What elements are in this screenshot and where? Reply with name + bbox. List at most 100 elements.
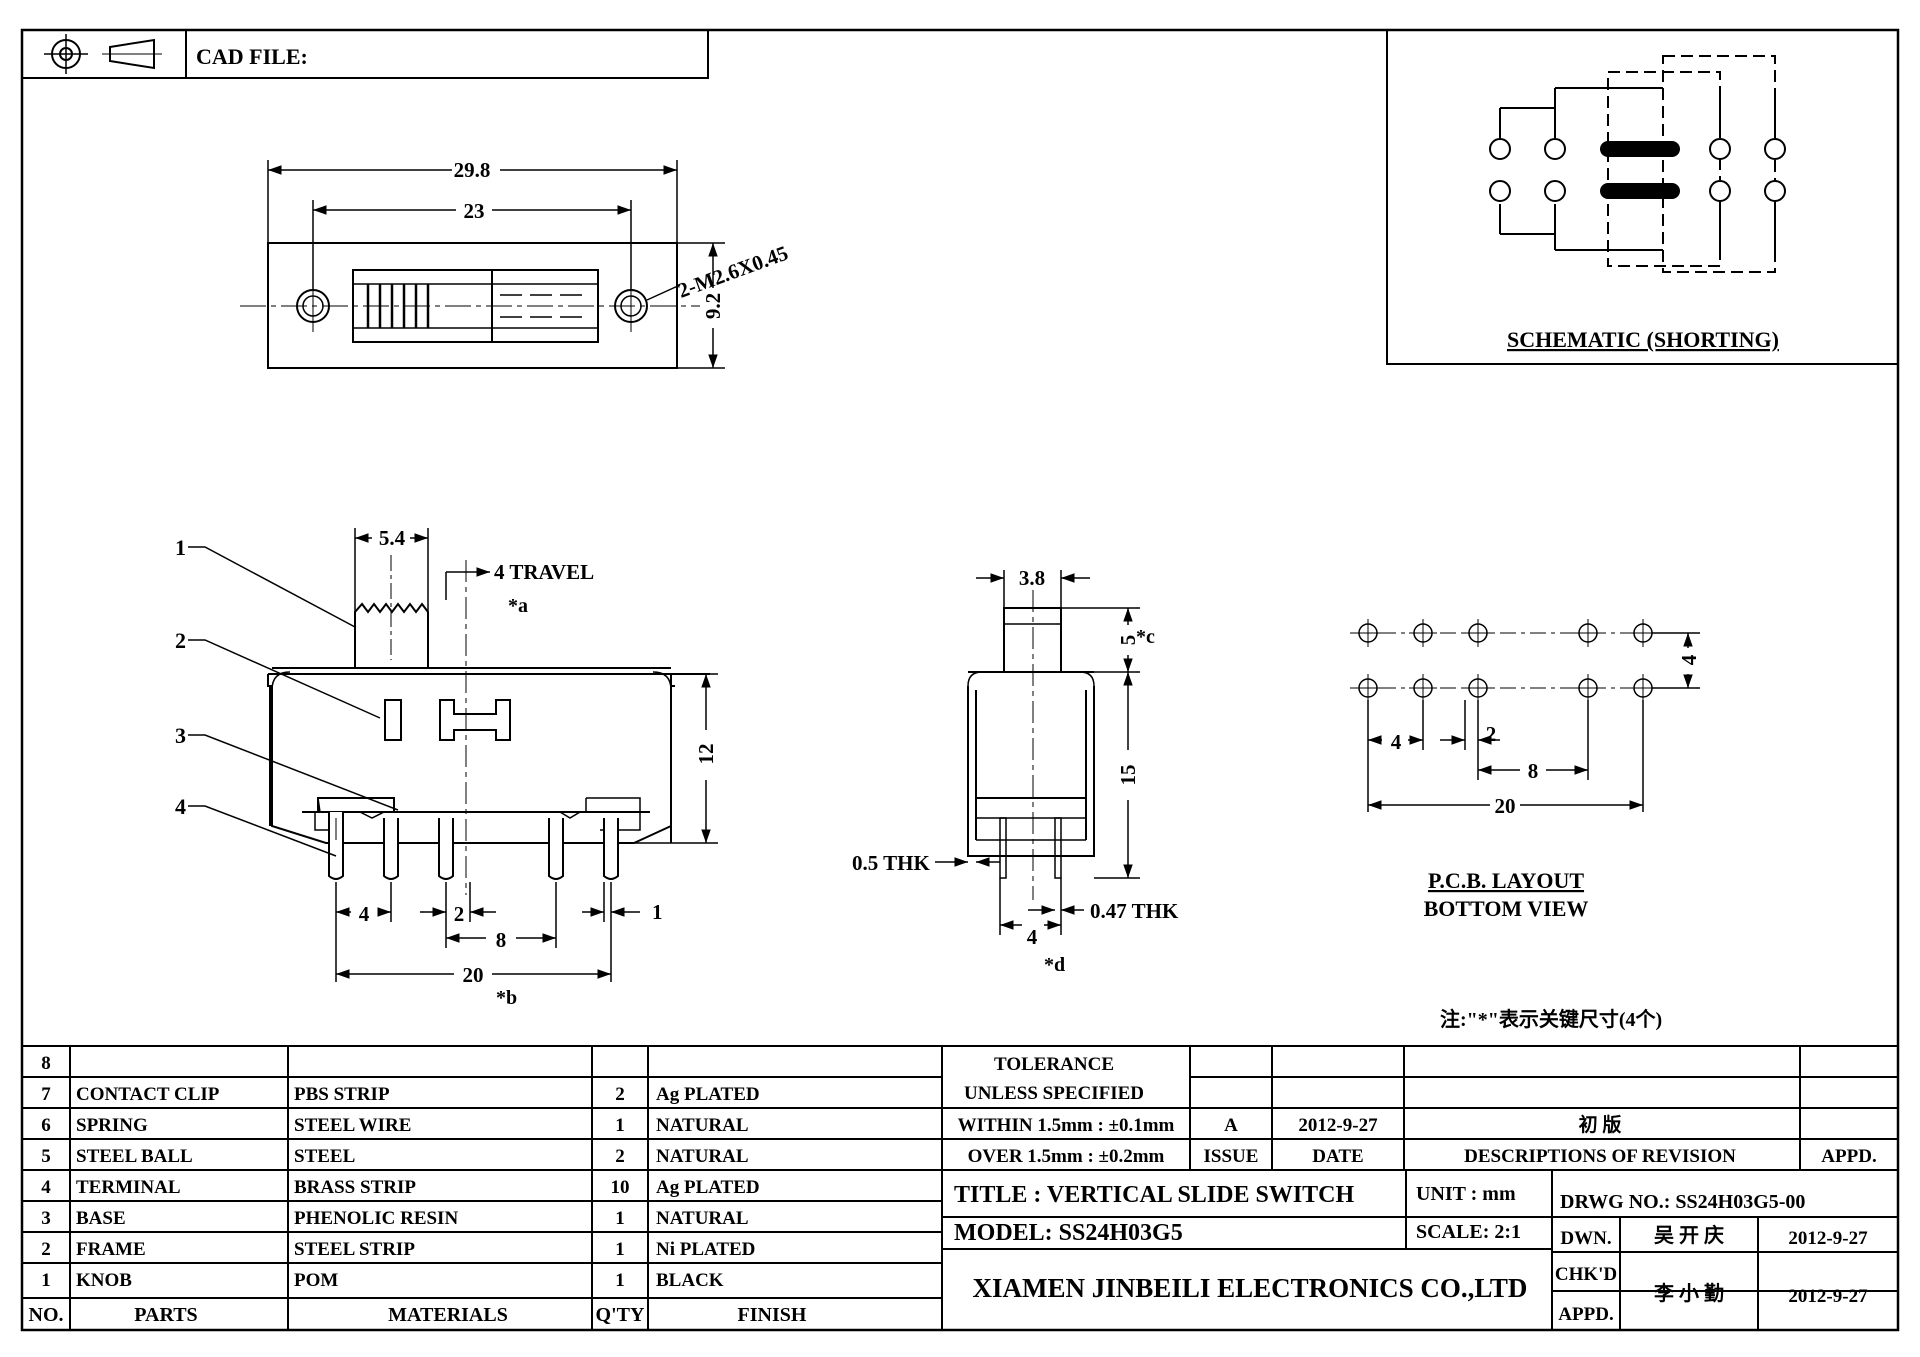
dim-travel: 4 TRAVEL bbox=[494, 560, 594, 584]
bom-cell-qty: 1 bbox=[615, 1115, 625, 1136]
bom-cell-qty: 1 bbox=[615, 1208, 625, 1229]
pcb-caption-title: P.C.B. LAYOUT bbox=[1428, 868, 1584, 893]
dim-pin-span: 8 bbox=[496, 928, 507, 952]
bom-cell-part: STEEL BALL bbox=[76, 1146, 193, 1167]
dim-pin-width: 1 bbox=[652, 900, 663, 924]
bom-cell-material: POM bbox=[294, 1270, 338, 1291]
projection-symbol-icon bbox=[44, 34, 162, 74]
side-callout-3: 3 bbox=[175, 723, 186, 748]
dim-front-pitch: 4 bbox=[1027, 925, 1038, 949]
side-view: 1 2 3 4 5.4 4 TRAVEL *a 12 bbox=[175, 526, 718, 1009]
drawing-title: TITLE : VERTICAL SLIDE SWITCH bbox=[954, 1182, 1355, 1208]
company-name: XIAMEN JINBEILI ELECTRONICS CO.,LTD bbox=[973, 1273, 1528, 1303]
dim-body-height: 9.2 bbox=[701, 293, 725, 319]
bom-cell-qty: 1 bbox=[615, 1239, 625, 1260]
dim-pcb-row: 4 bbox=[1677, 654, 1701, 665]
header-box: CAD FILE: bbox=[21, 29, 709, 79]
bom-cell-material: STEEL STRIP bbox=[294, 1239, 415, 1260]
drawn-by-name: 吴 开 庆 bbox=[1654, 1223, 1724, 1247]
dim-pcb-total: 20 bbox=[1495, 794, 1516, 818]
dim-pcb-span: 8 bbox=[1528, 759, 1539, 783]
issue-label: ISSUE bbox=[1204, 1146, 1259, 1167]
side-terminals bbox=[328, 812, 619, 880]
bom-cell-part: BASE bbox=[76, 1208, 126, 1229]
side-callout-4: 4 bbox=[175, 794, 186, 819]
top-view: 29.8 23 9.2 2-M2.6X0.45 bbox=[240, 158, 792, 369]
bom-cell-no: 2 bbox=[41, 1239, 51, 1260]
bom-cell-finish: Ni PLATED bbox=[656, 1239, 755, 1260]
schematic-dashed bbox=[1607, 55, 1776, 273]
schematic-lines bbox=[1499, 87, 1776, 251]
bom-cell-part: SPRING bbox=[76, 1115, 148, 1136]
drawn-by-label: DWN. bbox=[1560, 1228, 1611, 1249]
dim-front-height: 15 bbox=[1116, 765, 1140, 786]
pcb-caption-view: BOTTOM VIEW bbox=[1424, 896, 1589, 921]
bom-header-materials: MATERIALS bbox=[388, 1304, 508, 1326]
bom-cell-part: CONTACT CLIP bbox=[76, 1084, 220, 1105]
bom-cell-no: 4 bbox=[41, 1177, 51, 1198]
bom-cell-qty: 2 bbox=[615, 1146, 625, 1167]
bom-cell-material: PBS STRIP bbox=[294, 1084, 390, 1105]
callout-leaders bbox=[188, 546, 399, 857]
bom-cell-finish: Ag PLATED bbox=[656, 1177, 760, 1198]
bom-cell-no: 5 bbox=[41, 1146, 51, 1167]
schematic-contact-bar bbox=[1600, 141, 1680, 157]
mark-a: *a bbox=[508, 595, 528, 617]
bom-cell-qty: 10 bbox=[611, 1177, 630, 1198]
bom-cell-finish: NATURAL bbox=[656, 1146, 749, 1167]
dim-front-width: 3.8 bbox=[1019, 566, 1045, 590]
dim-pin-gap: 2 bbox=[454, 902, 465, 926]
tolerance-subheading: UNLESS SPECIFIED bbox=[964, 1083, 1144, 1104]
tolerance-within: WITHIN 1.5mm : ±0.1mm bbox=[958, 1115, 1175, 1136]
drawing-model: MODEL: SS24H03G5 bbox=[954, 1220, 1183, 1246]
dim-hole-spacing: 23 bbox=[464, 199, 485, 223]
issue-date: 2012-9-27 bbox=[1298, 1115, 1378, 1136]
dim-pin-total: 20 bbox=[463, 963, 484, 987]
bom-cell-material: STEEL WIRE bbox=[294, 1115, 411, 1136]
dim-thk-right: 0.47 THK bbox=[1090, 899, 1179, 923]
date-label: DATE bbox=[1312, 1146, 1363, 1167]
issue-value: A bbox=[1224, 1115, 1238, 1136]
bom-cell-qty: 1 bbox=[615, 1270, 625, 1291]
dim-side-height: 12 bbox=[694, 744, 718, 765]
revision-description: 初 版 bbox=[1579, 1113, 1622, 1136]
schematic-contact-bar bbox=[1600, 183, 1680, 199]
bom-header-qty: Q'TY bbox=[596, 1304, 645, 1326]
tolerance-heading: TOLERANCE bbox=[994, 1054, 1114, 1075]
tolerance-over: OVER 1.5mm : ±0.2mm bbox=[968, 1146, 1165, 1167]
sheet-border bbox=[20, 28, 1900, 1332]
scale-label: SCALE: 2:1 bbox=[1416, 1221, 1521, 1243]
checked-by-label: CHK'D bbox=[1555, 1264, 1617, 1285]
bom-header-no: NO. bbox=[29, 1304, 64, 1326]
bom-cell-no: 6 bbox=[41, 1115, 51, 1136]
bom-cell-part: TERMINAL bbox=[76, 1177, 181, 1198]
unit-label: UNIT : mm bbox=[1416, 1183, 1516, 1205]
bom-cell-no: 1 bbox=[41, 1270, 51, 1291]
side-callout-2: 2 bbox=[175, 628, 186, 653]
mark-c: *c bbox=[1136, 626, 1155, 648]
checked-by-name: 李 小 勤 bbox=[1653, 1281, 1724, 1305]
dim-screw-thread: 2-M2.6X0.45 bbox=[675, 241, 792, 303]
appd-label: APPD. bbox=[1821, 1146, 1876, 1167]
drawn-date: 2012-9-27 bbox=[1788, 1228, 1868, 1249]
dim-pin-pitch: 4 bbox=[359, 902, 370, 926]
cad-file-label: CAD FILE: bbox=[196, 44, 308, 69]
bom-cell-finish: NATURAL bbox=[656, 1208, 749, 1229]
dim-pcb-pitch: 4 bbox=[1391, 730, 1402, 754]
checked-date: 2012-9-27 bbox=[1788, 1286, 1868, 1307]
key-dimension-note: 注:"*"表示关键尺寸(4个) bbox=[1440, 1007, 1662, 1031]
dim-pcb-gap: 2 bbox=[1486, 722, 1497, 746]
bom-cell-finish: Ag PLATED bbox=[656, 1084, 760, 1105]
bom-header-parts: PARTS bbox=[134, 1304, 197, 1326]
pcb-holes bbox=[1358, 623, 1653, 698]
dim-front-knob: 5 bbox=[1116, 635, 1140, 646]
schematic-caption: SCHEMATIC (SHORTING) bbox=[1507, 327, 1779, 352]
bom-cell-no: 8 bbox=[41, 1053, 51, 1074]
bom-cell-part: FRAME bbox=[76, 1239, 146, 1260]
bom-cell-material: STEEL bbox=[294, 1146, 355, 1167]
schematic-panel: SCHEMATIC (SHORTING) bbox=[1386, 30, 1898, 365]
descriptions-label: DESCRIPTIONS OF REVISION bbox=[1464, 1146, 1736, 1167]
mark-b: *b bbox=[496, 987, 517, 1009]
